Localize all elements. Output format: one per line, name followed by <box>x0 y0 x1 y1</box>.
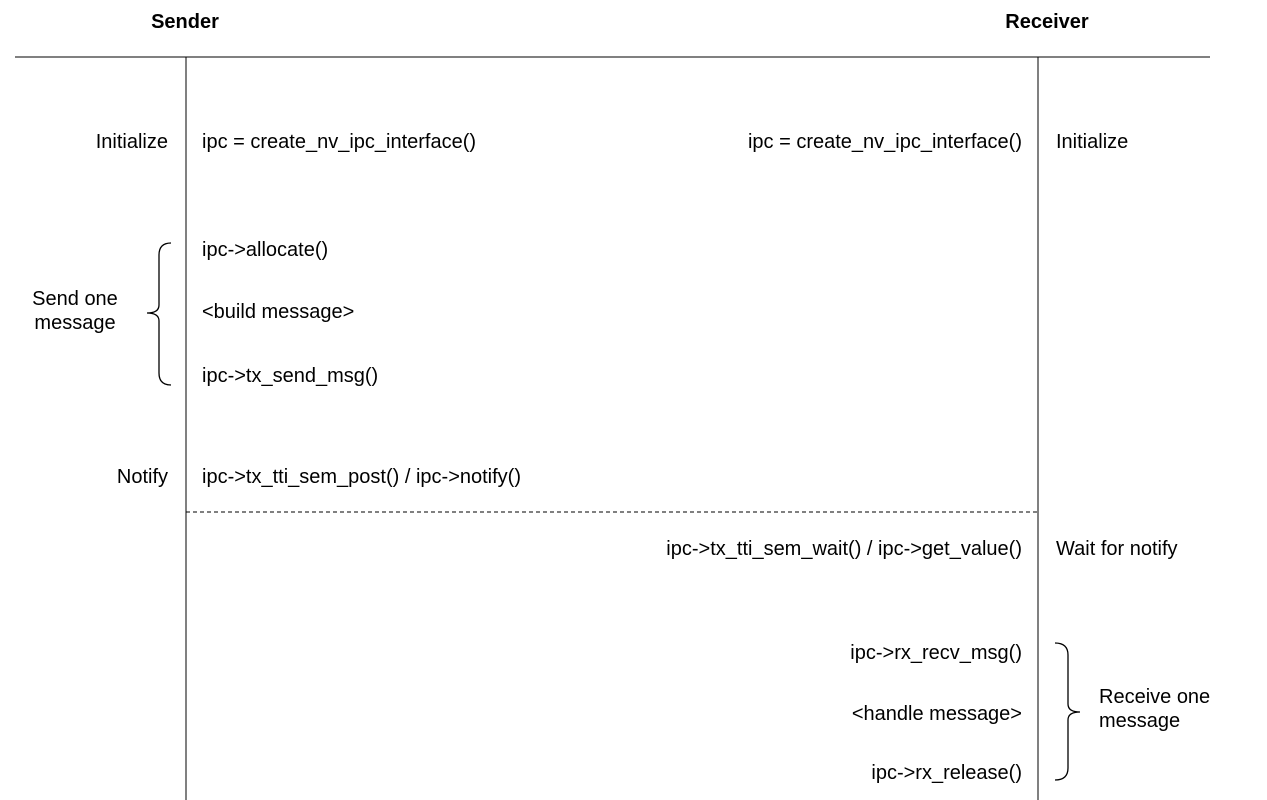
notify-call: ipc->tx_tti_sem_post() / ipc->notify() <box>202 466 521 488</box>
receive-group-label: Receive one message <box>1099 686 1211 732</box>
receiver-initialize-call: ipc = create_nv_ipc_interface() <box>747 131 1022 153</box>
sender-initialize-label: Initialize <box>95 131 168 153</box>
allocate-call: ipc->allocate() <box>202 239 329 261</box>
wait-label: Wait for notify <box>1056 538 1178 560</box>
send-msg-call: ipc->tx_send_msg() <box>202 365 379 387</box>
wait-call: ipc->tx_tti_sem_wait() / ipc->get_value(… <box>666 538 1022 560</box>
release-call: ipc->rx_release() <box>871 762 1022 784</box>
send-group-brace <box>146 242 172 386</box>
send-group-label: Send one message <box>32 288 118 334</box>
notify-label: Notify <box>116 466 168 488</box>
receiver-header: Receiver <box>1005 11 1089 33</box>
handle-message-step: <handle message> <box>851 703 1022 725</box>
receive-group-brace <box>1054 642 1081 781</box>
build-message-step: <build message> <box>202 301 355 323</box>
sender-initialize-call: ipc = create_nv_ipc_interface() <box>202 131 477 153</box>
sender-header: Sender <box>151 11 219 33</box>
recv-msg-call: ipc->rx_recv_msg() <box>850 642 1022 664</box>
receiver-initialize-label: Initialize <box>1056 131 1129 153</box>
